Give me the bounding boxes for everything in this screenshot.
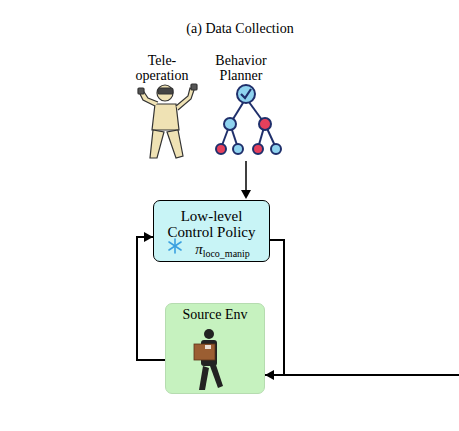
node-heading: Source Env	[183, 307, 248, 323]
flow-connector	[265, 240, 284, 380]
node-heading: Low-level Control Policy	[162, 208, 262, 240]
diagram-title: (a) Data Collection	[150, 21, 330, 36]
connector-line	[265, 240, 284, 375]
policy-symbol: π	[195, 241, 203, 257]
policy-symbol-line: πloco_manip	[173, 241, 250, 262]
behavior-tree-icon	[216, 85, 281, 154]
policy-subscript: loco_manip	[203, 248, 250, 259]
incoming-line	[284, 375, 459, 376]
arrow-head	[144, 232, 153, 242]
planner-arrow	[241, 161, 251, 199]
icon-label: Tele- operation	[130, 53, 194, 83]
policy-box: Low-level Control Policyπloco_manip	[153, 200, 270, 262]
teleoperator-figure	[138, 84, 197, 158]
icon-label: Behavior Planner	[204, 53, 278, 83]
arrow-head	[265, 370, 274, 380]
